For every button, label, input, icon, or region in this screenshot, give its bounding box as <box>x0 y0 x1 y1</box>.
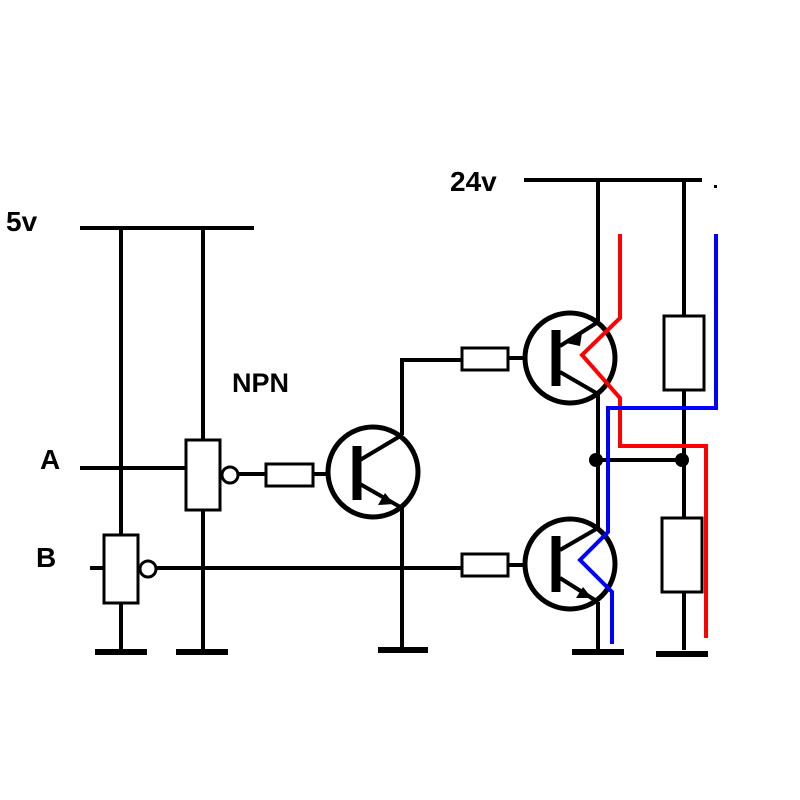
label-npn: NPN <box>232 368 290 398</box>
q3-collector <box>558 526 600 552</box>
npn-q1-circle <box>325 424 421 520</box>
q2-emitter-arrow <box>566 333 582 346</box>
current-path-red <box>579 234 708 638</box>
inverter-a-body <box>184 438 222 512</box>
label-input-b: B <box>36 542 57 573</box>
q3-circle <box>522 516 618 612</box>
resistor-r6 <box>660 516 704 594</box>
label-5v: 5v <box>6 206 38 237</box>
inverter-a <box>184 438 240 512</box>
resistors <box>264 314 706 594</box>
label-input-a: A <box>40 444 61 475</box>
q3-emitter-arrow <box>576 587 592 598</box>
inverter-b-bubble <box>138 559 158 579</box>
transistor-q3 <box>522 516 618 612</box>
resistor-r3 <box>460 346 510 372</box>
inverter-b-body <box>102 533 140 605</box>
grounds <box>95 647 708 657</box>
inverter-b <box>102 533 158 605</box>
junction-dot <box>675 453 689 467</box>
junction-dot <box>589 453 603 467</box>
npn-q1-emitter-arrow <box>378 493 394 505</box>
rail-24v-mark <box>714 185 717 188</box>
transistor-q2 <box>522 310 618 406</box>
q2-circle <box>522 310 618 406</box>
wire-npn-collector <box>400 358 462 435</box>
label-24v: 24v <box>450 166 497 197</box>
q2-collector <box>558 370 600 396</box>
npn-q1-collector <box>358 433 404 462</box>
current-path-blue <box>577 234 718 644</box>
npn-transistor-q1 <box>325 424 421 520</box>
resistor-r4 <box>460 552 510 578</box>
npn-q1-emitter <box>359 482 403 510</box>
inverter-a-bubble <box>220 465 240 485</box>
resistor-r1 <box>264 462 315 488</box>
q2-emitter <box>558 320 600 348</box>
resistor-r5 <box>662 314 706 392</box>
